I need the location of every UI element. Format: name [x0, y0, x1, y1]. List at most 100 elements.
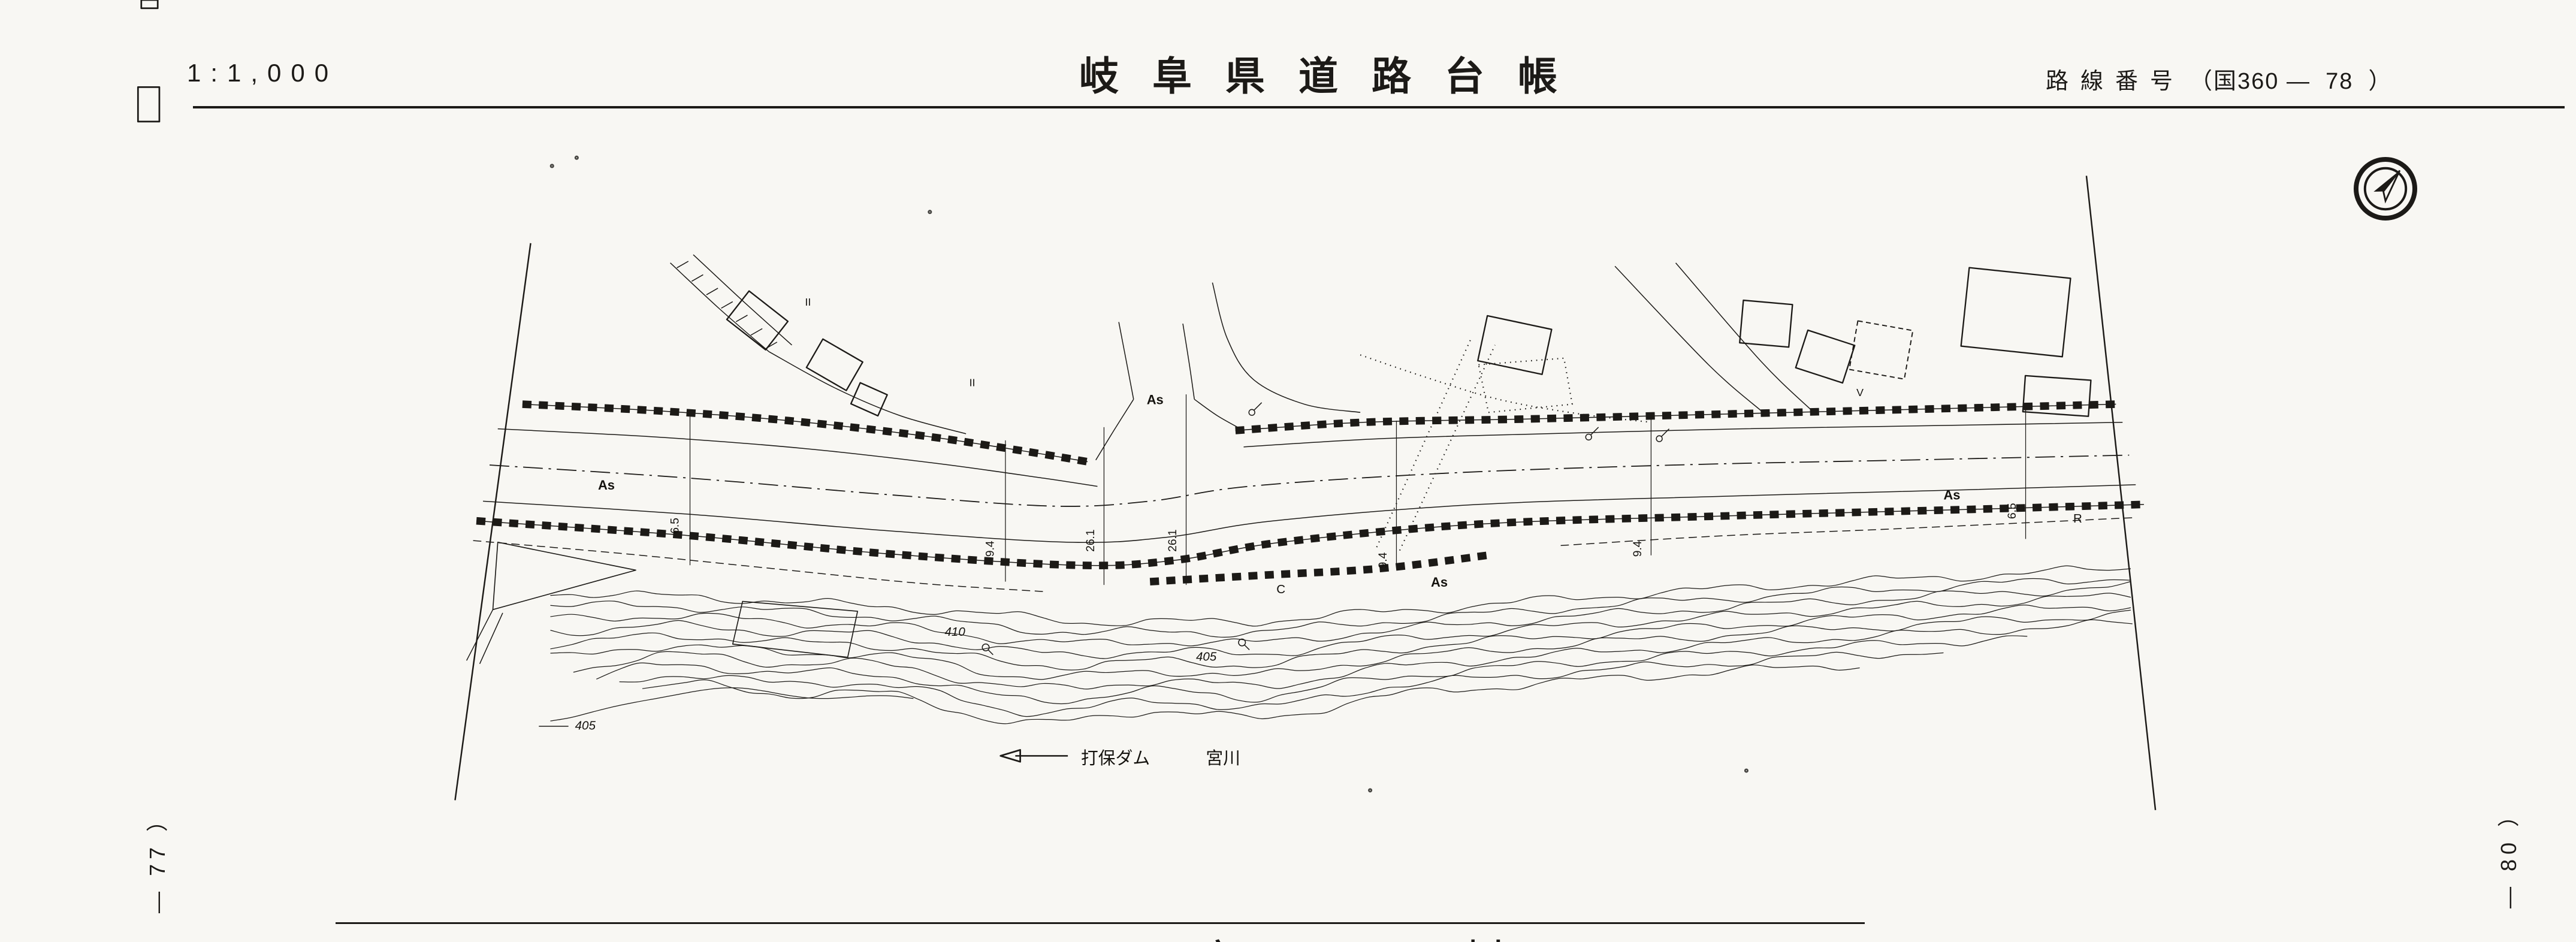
point-label-c: C — [1276, 582, 1285, 596]
curve-point-label: R — [2073, 512, 2082, 526]
bank-edge — [479, 612, 503, 665]
building — [1739, 299, 1793, 348]
map-labels: As As As As R C 6.5 9.4 26.1 26.1 9.4 9.… — [539, 296, 2082, 768]
hidden-edge — [1560, 517, 2136, 547]
road-centerline — [489, 454, 2130, 507]
upper-road-edge — [693, 254, 793, 346]
building — [1477, 315, 1553, 375]
point-label-v: V — [1856, 387, 1864, 398]
junction-flare — [1095, 398, 1134, 461]
branch-road-edge — [1118, 322, 1134, 400]
section-width-label: 9.4 — [985, 541, 997, 557]
pole-flag — [1660, 428, 1670, 437]
north-arrow-needle — [2373, 170, 2401, 204]
flow-arrow-head — [999, 749, 1021, 763]
pole-symbol — [1656, 435, 1663, 442]
contour-line — [619, 651, 1944, 717]
sight-line — [1376, 340, 1471, 548]
scan-speck — [549, 164, 554, 168]
spot-elevation: 410 — [944, 625, 965, 639]
scan-speck — [928, 210, 932, 215]
section-width-label: 26.1 — [1167, 529, 1179, 551]
road-edge — [1235, 403, 2116, 431]
retaining-wall — [1235, 400, 2116, 434]
contour-line — [550, 581, 2131, 647]
spot-symbol-tail — [1244, 644, 1250, 651]
sight-line — [1399, 345, 1496, 551]
upper-road-edge — [1614, 265, 1762, 412]
sheet-title: 岐阜県道路台帳 — [1079, 54, 1591, 98]
branch-road-edge — [1182, 324, 1195, 400]
pole-flag — [1590, 427, 1599, 436]
pavement-label: As — [1147, 393, 1164, 407]
pavement-label: As — [598, 478, 615, 493]
building — [2022, 375, 2092, 417]
contour-line — [550, 604, 2131, 671]
retaining-wall — [476, 500, 2145, 570]
map-linework — [137, 0, 2157, 810]
spot-symbol — [1238, 638, 1246, 647]
slope-tick — [677, 261, 689, 268]
building — [1795, 329, 1856, 384]
contour-line — [596, 635, 2028, 705]
map-frame-right — [2085, 176, 2157, 810]
upper-road-edge — [768, 351, 967, 434]
upper-road-edge — [1675, 262, 1813, 412]
contour-line — [550, 578, 2131, 638]
retaining-wall — [522, 400, 1089, 466]
building — [805, 338, 863, 391]
scan-speck — [574, 155, 579, 160]
slope-tick — [721, 301, 733, 309]
retaining-wall — [1235, 401, 2116, 433]
map-scale: 1:1,000 — [187, 59, 339, 87]
section-width-label: 26.1 — [1085, 529, 1097, 551]
dotted-enclosure — [1478, 357, 1573, 413]
contour-line — [642, 665, 1860, 724]
section-width-label: 9.4 — [1632, 541, 1644, 557]
road-edge — [1243, 421, 2123, 448]
contour-elevation: 405 — [575, 718, 596, 732]
slope-tick — [706, 288, 718, 295]
north-arrow-graphic — [2353, 156, 2418, 221]
upper-road-edge — [670, 262, 769, 352]
scan-artifact — [137, 86, 161, 123]
north-arrow-icon — [2351, 155, 2420, 223]
section-width-label: 6.5 — [2006, 503, 2019, 519]
route-number: 路線番号 （国360 — 78 ） — [2046, 62, 2392, 95]
building — [726, 290, 789, 351]
bank-edge — [466, 609, 494, 661]
pavement-label: As — [1943, 488, 1960, 503]
junction-flare — [1194, 398, 1244, 431]
building — [1849, 320, 1914, 380]
section-width-label: 9.4 — [1377, 552, 1390, 568]
spot-elevation: 405 — [1196, 650, 1217, 663]
retaining-wall — [1149, 551, 1488, 585]
route-number-caption: 路線番号 — [2046, 69, 2185, 94]
building — [850, 382, 888, 417]
contour-line — [550, 609, 2131, 680]
slope-tick — [691, 274, 703, 282]
spot-symbol-tail — [987, 649, 993, 656]
dam-label: 打保ダム — [1081, 749, 1150, 768]
river-label: 宮川 — [1206, 749, 1240, 768]
trail — [1360, 354, 1651, 423]
scan-speck — [1744, 768, 1749, 773]
spot-symbol — [982, 643, 990, 651]
road-edge — [497, 428, 1098, 487]
section-width-label: 6.5 — [669, 518, 681, 534]
header-rule — [193, 106, 2565, 108]
pole-symbol — [1248, 409, 1255, 416]
route-number-value: （国360 — 78 ） — [2190, 69, 2393, 94]
junction-curve — [1212, 282, 1361, 413]
compass-outer-ring — [2353, 156, 2418, 221]
compass-inner-ring — [2363, 167, 2408, 211]
scan-speck — [1368, 788, 1373, 793]
embankment-wedge — [492, 542, 636, 611]
contour-line — [550, 687, 914, 721]
pavement-label: As — [1431, 575, 1448, 590]
pole-symbol — [1585, 433, 1592, 441]
adjacent-sheet-ref-right: — 80 ） — [2496, 800, 2521, 909]
contour-line — [573, 619, 2133, 690]
